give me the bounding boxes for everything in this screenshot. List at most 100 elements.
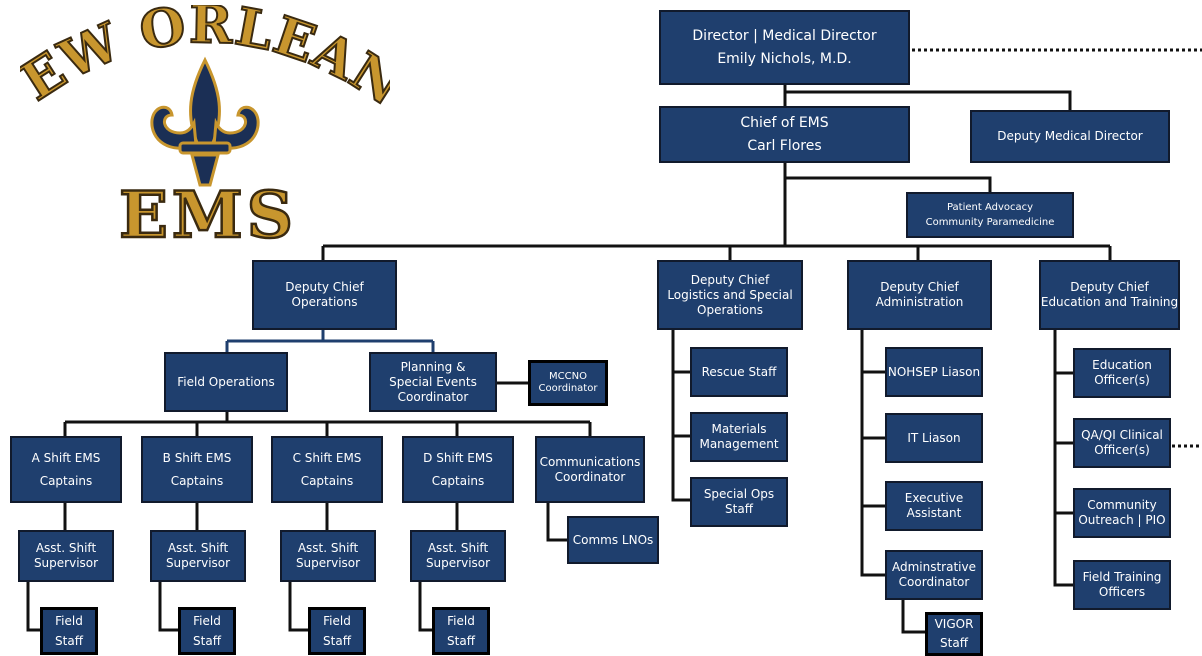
nola-ems-logo: NEW ORLEANS EMS [20, 5, 390, 254]
materials-management-box: Materials Management [690, 412, 788, 462]
dc-operations-line2: Operations [291, 295, 358, 309]
deputy-chief-logistics-box: Deputy Chief Logistics and Special Opera… [657, 260, 803, 330]
dc-operations-line1: Deputy Chief [285, 280, 364, 294]
field-staff-a-box: Field Staff [40, 607, 98, 655]
deputy-chief-operations-box: Deputy Chief Operations [252, 260, 397, 330]
mccno-line1: MCCNO [549, 370, 587, 382]
c-shift-captains-box: C Shift EMS Captains [271, 436, 383, 503]
special-ops-line1: Special Ops [703, 487, 775, 501]
mccno-line2: Coordinator [538, 383, 598, 394]
director-title: Director | Medical Director [692, 28, 877, 45]
field-operations-label: Field Operations [177, 374, 275, 389]
communications-coordinator-box: Communications Coordinator [535, 436, 645, 503]
asst-d-line1: Asst. Shift [427, 541, 489, 555]
a-shift-line2: Captains [39, 473, 93, 488]
executive-assistant-box: Executive Assistant [885, 481, 983, 531]
c-shift-line1: C Shift EMS [292, 450, 362, 465]
asst-b-line2: Supervisor [165, 556, 231, 570]
d-shift-line1: D Shift EMS [423, 450, 493, 465]
rescue-staff-box: Rescue Staff [690, 347, 788, 397]
b-shift-line2: Captains [170, 473, 224, 488]
field-b-line2: Staff [193, 633, 221, 648]
dc-education-line1: Deputy Chief [1070, 280, 1149, 294]
field-c-line2: Staff [323, 633, 351, 648]
field-a-line2: Staff [55, 633, 83, 648]
vigor-line2: Staff [940, 636, 968, 650]
community-outreach-line1: Community [1087, 498, 1157, 512]
exec-line2: Assistant [906, 506, 962, 520]
field-d-line1: Field [447, 613, 475, 628]
education-officers-box: Education Officer(s) [1073, 348, 1171, 398]
communications-line2: Coordinator [554, 469, 626, 484]
field-staff-b-box: Field Staff [178, 607, 236, 655]
asst-d-line2: Supervisor [425, 556, 491, 570]
it-liason-label: IT Liason [907, 430, 961, 445]
it-liason-box: IT Liason [885, 413, 983, 463]
asst-c-line2: Supervisor [295, 556, 361, 570]
field-a-line1: Field [55, 613, 83, 628]
b-shift-captains-box: B Shift EMS Captains [141, 436, 253, 503]
d-shift-captains-box: D Shift EMS Captains [402, 436, 514, 503]
dc-education-line2: Education and Training [1040, 295, 1179, 309]
special-ops-staff-box: Special Ops Staff [690, 477, 788, 527]
asst-c-line1: Asst. Shift [297, 541, 359, 555]
nohsep-liason-box: NOHSEP Liason [885, 347, 983, 397]
director-name: Emily Nichols, M.D. [717, 50, 852, 67]
d-shift-line2: Captains [431, 473, 485, 488]
materials-line1: Materials [711, 422, 767, 436]
field-c-line1: Field [323, 613, 351, 628]
community-outreach-line2: Outreach | PIO [1078, 513, 1166, 527]
chief-name: Carl Flores [747, 137, 822, 154]
chief-title: Chief of EMS [740, 115, 829, 132]
vigor-line1: VIGOR [934, 617, 974, 631]
nohsep-label: NOHSEP Liason [887, 364, 981, 379]
education-officer-line1: Education [1092, 358, 1152, 372]
asst-shift-supervisor-d-box: Asst. Shift Supervisor [410, 530, 506, 582]
deputy-medical-director-label: Deputy Medical Director [997, 129, 1143, 143]
field-staff-c-box: Field Staff [308, 607, 366, 655]
dc-logistics-line1: Deputy Chief [690, 272, 770, 287]
field-training-officers-box: Field Training Officers [1073, 560, 1171, 610]
asst-a-line1: Asst. Shift [35, 541, 97, 555]
patient-advocacy-line1: Patient Advocacy [946, 202, 1034, 213]
planning-coordinator-box: Planning & Special Events Coordinator [369, 352, 497, 412]
deputy-medical-director-box: Deputy Medical Director [970, 110, 1170, 163]
a-shift-line1: A Shift EMS [31, 450, 101, 465]
planning-line1: Planning & [400, 359, 466, 374]
dc-logistics-line2: Logistics and Special [667, 287, 793, 302]
asst-shift-supervisor-b-box: Asst. Shift Supervisor [150, 530, 246, 582]
fto-line1: Field Training [1082, 570, 1162, 584]
fleur-de-lis-icon [150, 56, 260, 187]
logo-bottom-text: EMS [119, 178, 297, 253]
b-shift-line1: B Shift EMS [162, 450, 232, 465]
field-b-line1: Field [193, 613, 221, 628]
planning-line3: Coordinator [397, 389, 469, 404]
vigor-staff-box: VIGOR Staff [925, 612, 983, 656]
field-d-line2: Staff [447, 633, 475, 648]
chief-of-ems-box: Chief of EMS Carl Flores [659, 106, 910, 163]
patient-advocacy-line2: Community Paramedicine [925, 217, 1055, 228]
patient-advocacy-box: Patient Advocacy Community Paramedicine [906, 192, 1074, 238]
dc-administration-line2: Administration [875, 295, 964, 309]
materials-line2: Management [699, 437, 779, 451]
rescue-staff-label: Rescue Staff [701, 364, 777, 379]
director-medical-director-box: Director | Medical Director Emily Nichol… [659, 10, 910, 85]
mccno-coordinator-box: MCCNO Coordinator [528, 360, 608, 406]
field-operations-box: Field Operations [164, 352, 288, 412]
asst-shift-supervisor-a-box: Asst. Shift Supervisor [18, 530, 114, 582]
fto-line2: Officers [1098, 585, 1146, 599]
special-ops-line2: Staff [725, 502, 753, 516]
asst-b-line1: Asst. Shift [167, 541, 229, 555]
asst-shift-supervisor-c-box: Asst. Shift Supervisor [280, 530, 376, 582]
a-shift-captains-box: A Shift EMS Captains [10, 436, 122, 503]
qaqi-line1: QA/QI Clinical [1081, 428, 1163, 442]
asst-a-line2: Supervisor [33, 556, 99, 570]
communications-line1: Communications [539, 454, 641, 469]
dc-logistics-line3: Operations [697, 302, 763, 317]
qaqi-line2: Officer(s) [1094, 443, 1150, 457]
administrative-coordinator-box: Adminstrative Coordinator [885, 550, 983, 600]
admin-coord-line2: Coordinator [898, 575, 970, 589]
deputy-chief-administration-box: Deputy Chief Administration [847, 260, 992, 330]
education-officer-line2: Officer(s) [1094, 373, 1150, 387]
